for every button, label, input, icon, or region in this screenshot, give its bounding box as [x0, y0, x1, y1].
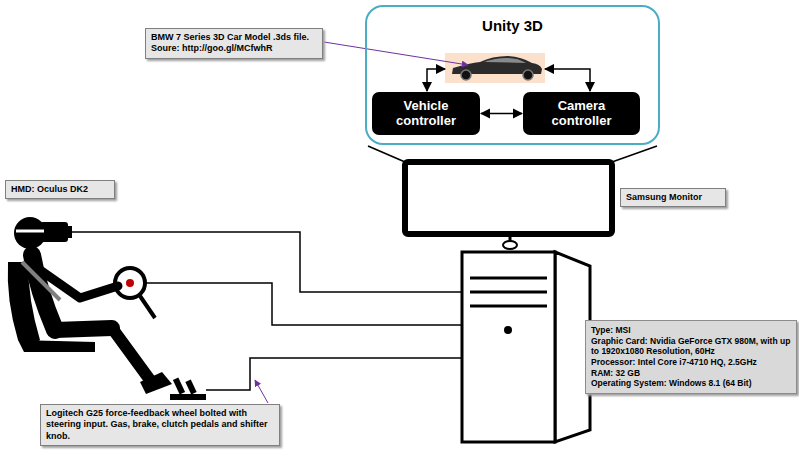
process-box: Camera controller — [523, 92, 640, 135]
process-box: Vehicle controller — [372, 92, 480, 135]
seat-base — [18, 340, 95, 352]
wheel-wire — [146, 283, 461, 325]
software-panel: Unity 3D Vehicle controller Camera control… — [365, 5, 660, 145]
node-text: Unity 3D — [367, 17, 658, 34]
connector-arrow — [481, 113, 522, 115]
shoe — [140, 372, 172, 394]
steering-hub — [126, 279, 134, 287]
driver-figure — [8, 217, 206, 400]
callout-box: Samsung Monitor — [620, 188, 726, 207]
projection-line — [368, 146, 405, 162]
node-text: Samsung Monitor — [626, 192, 720, 203]
callout-box: BMW 7 Series 3D Car Model .3ds file. Sou… — [145, 28, 323, 59]
car-wheel — [461, 70, 471, 80]
node-text: HMD: Oculus DK2 — [11, 184, 109, 195]
node-text: Logitech G25 force-feedback wheel bolted… — [46, 408, 274, 442]
pedal — [173, 377, 185, 394]
pedal — [185, 379, 196, 394]
node-text: Processor: Intel Core i7-4710 HQ, 2.5GHz — [591, 357, 791, 368]
pedal-wire — [206, 358, 461, 390]
callout-box: Logitech G25 force-feedback wheel bolted… — [40, 404, 280, 446]
arm — [40, 270, 118, 298]
thigh — [55, 328, 112, 330]
node-text: Graphic Card: Nvidia GeForce GTX 980M, w… — [591, 336, 791, 357]
steering-wheel — [115, 268, 145, 298]
node-text: Operating System: Windows 8.1 (64 Bit) — [591, 378, 791, 389]
node-text: BMW 7 Series 3D Car Model .3ds file. Sou… — [151, 32, 317, 55]
node-text: Type: MSI — [591, 325, 791, 336]
node-text: RAM: 32 GB — [591, 368, 791, 379]
power-button — [504, 326, 512, 334]
hmd-lens — [66, 226, 72, 238]
tower-front — [462, 252, 555, 442]
pedal-base — [170, 394, 206, 400]
shin — [112, 328, 150, 380]
node-text: Vehicle controller — [378, 99, 474, 129]
monitor-stand — [503, 241, 517, 249]
monitor-frame — [405, 162, 612, 234]
pc-tower — [462, 252, 590, 442]
car-link — [427, 69, 445, 91]
callout-box: HMD: Oculus DK2 — [5, 180, 115, 199]
drive-bay — [470, 305, 547, 308]
hmd-visor — [40, 222, 68, 242]
callout-arrow — [324, 42, 468, 65]
car-model — [452, 56, 542, 80]
projection-line — [612, 146, 657, 162]
car-backdrop — [445, 53, 545, 83]
car-wheel — [523, 70, 533, 80]
drive-bay — [470, 291, 547, 294]
car-window — [484, 58, 526, 63]
car-link — [545, 69, 590, 91]
node-text: Camera controller — [529, 99, 634, 129]
monitor — [405, 162, 612, 249]
hmd-strap — [16, 230, 44, 233]
spec-box: Type: MSIGraphic Card: Nvidia GeForce GT… — [585, 320, 797, 394]
steering-column — [140, 296, 155, 318]
drive-bay — [470, 277, 547, 280]
leader-line — [255, 380, 268, 403]
